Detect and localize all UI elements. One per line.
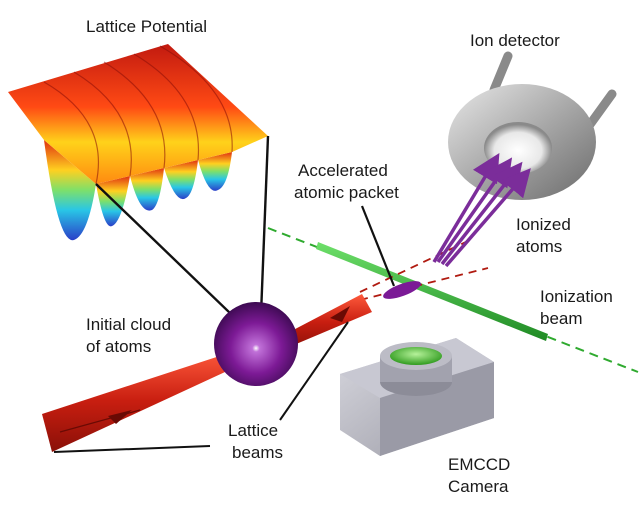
packet-pointer-line (360, 205, 396, 287)
emccd-camera-icon (340, 338, 494, 456)
label-lattice-beams-line1: Lattice (228, 421, 278, 440)
initial-atom-cloud (214, 302, 298, 386)
label-accelerated-line1: Accelerated (298, 161, 388, 180)
label-lattice-beams-line2: beams (232, 443, 283, 462)
potential-ridges (43, 45, 233, 185)
label-ionized-line2: atoms (516, 237, 562, 256)
label-emccd-line1: EMCCD (448, 455, 510, 474)
label-ion-detector: Ion detector (470, 31, 560, 50)
label-pointer-lines (53, 321, 349, 453)
label-lattice-potential: Lattice Potential (86, 17, 207, 36)
label-initial-line1: Initial cloud (86, 315, 171, 334)
label-ionization-line2: beam (540, 309, 583, 328)
label-emccd-line2: Camera (448, 477, 509, 496)
lattice-potential-surface (8, 44, 268, 241)
label-ionization-line1: Ionization (540, 287, 613, 306)
accelerated-packet (383, 281, 421, 299)
label-ionized-line1: Ionized (516, 215, 571, 234)
lattice-beams (42, 239, 489, 452)
label-initial-line2: of atoms (86, 337, 151, 356)
ionized-atom-arrows (432, 152, 531, 268)
ion-detector-icon (448, 51, 617, 200)
label-accelerated-line2: atomic packet (294, 183, 399, 202)
ionization-beam (267, 227, 639, 373)
